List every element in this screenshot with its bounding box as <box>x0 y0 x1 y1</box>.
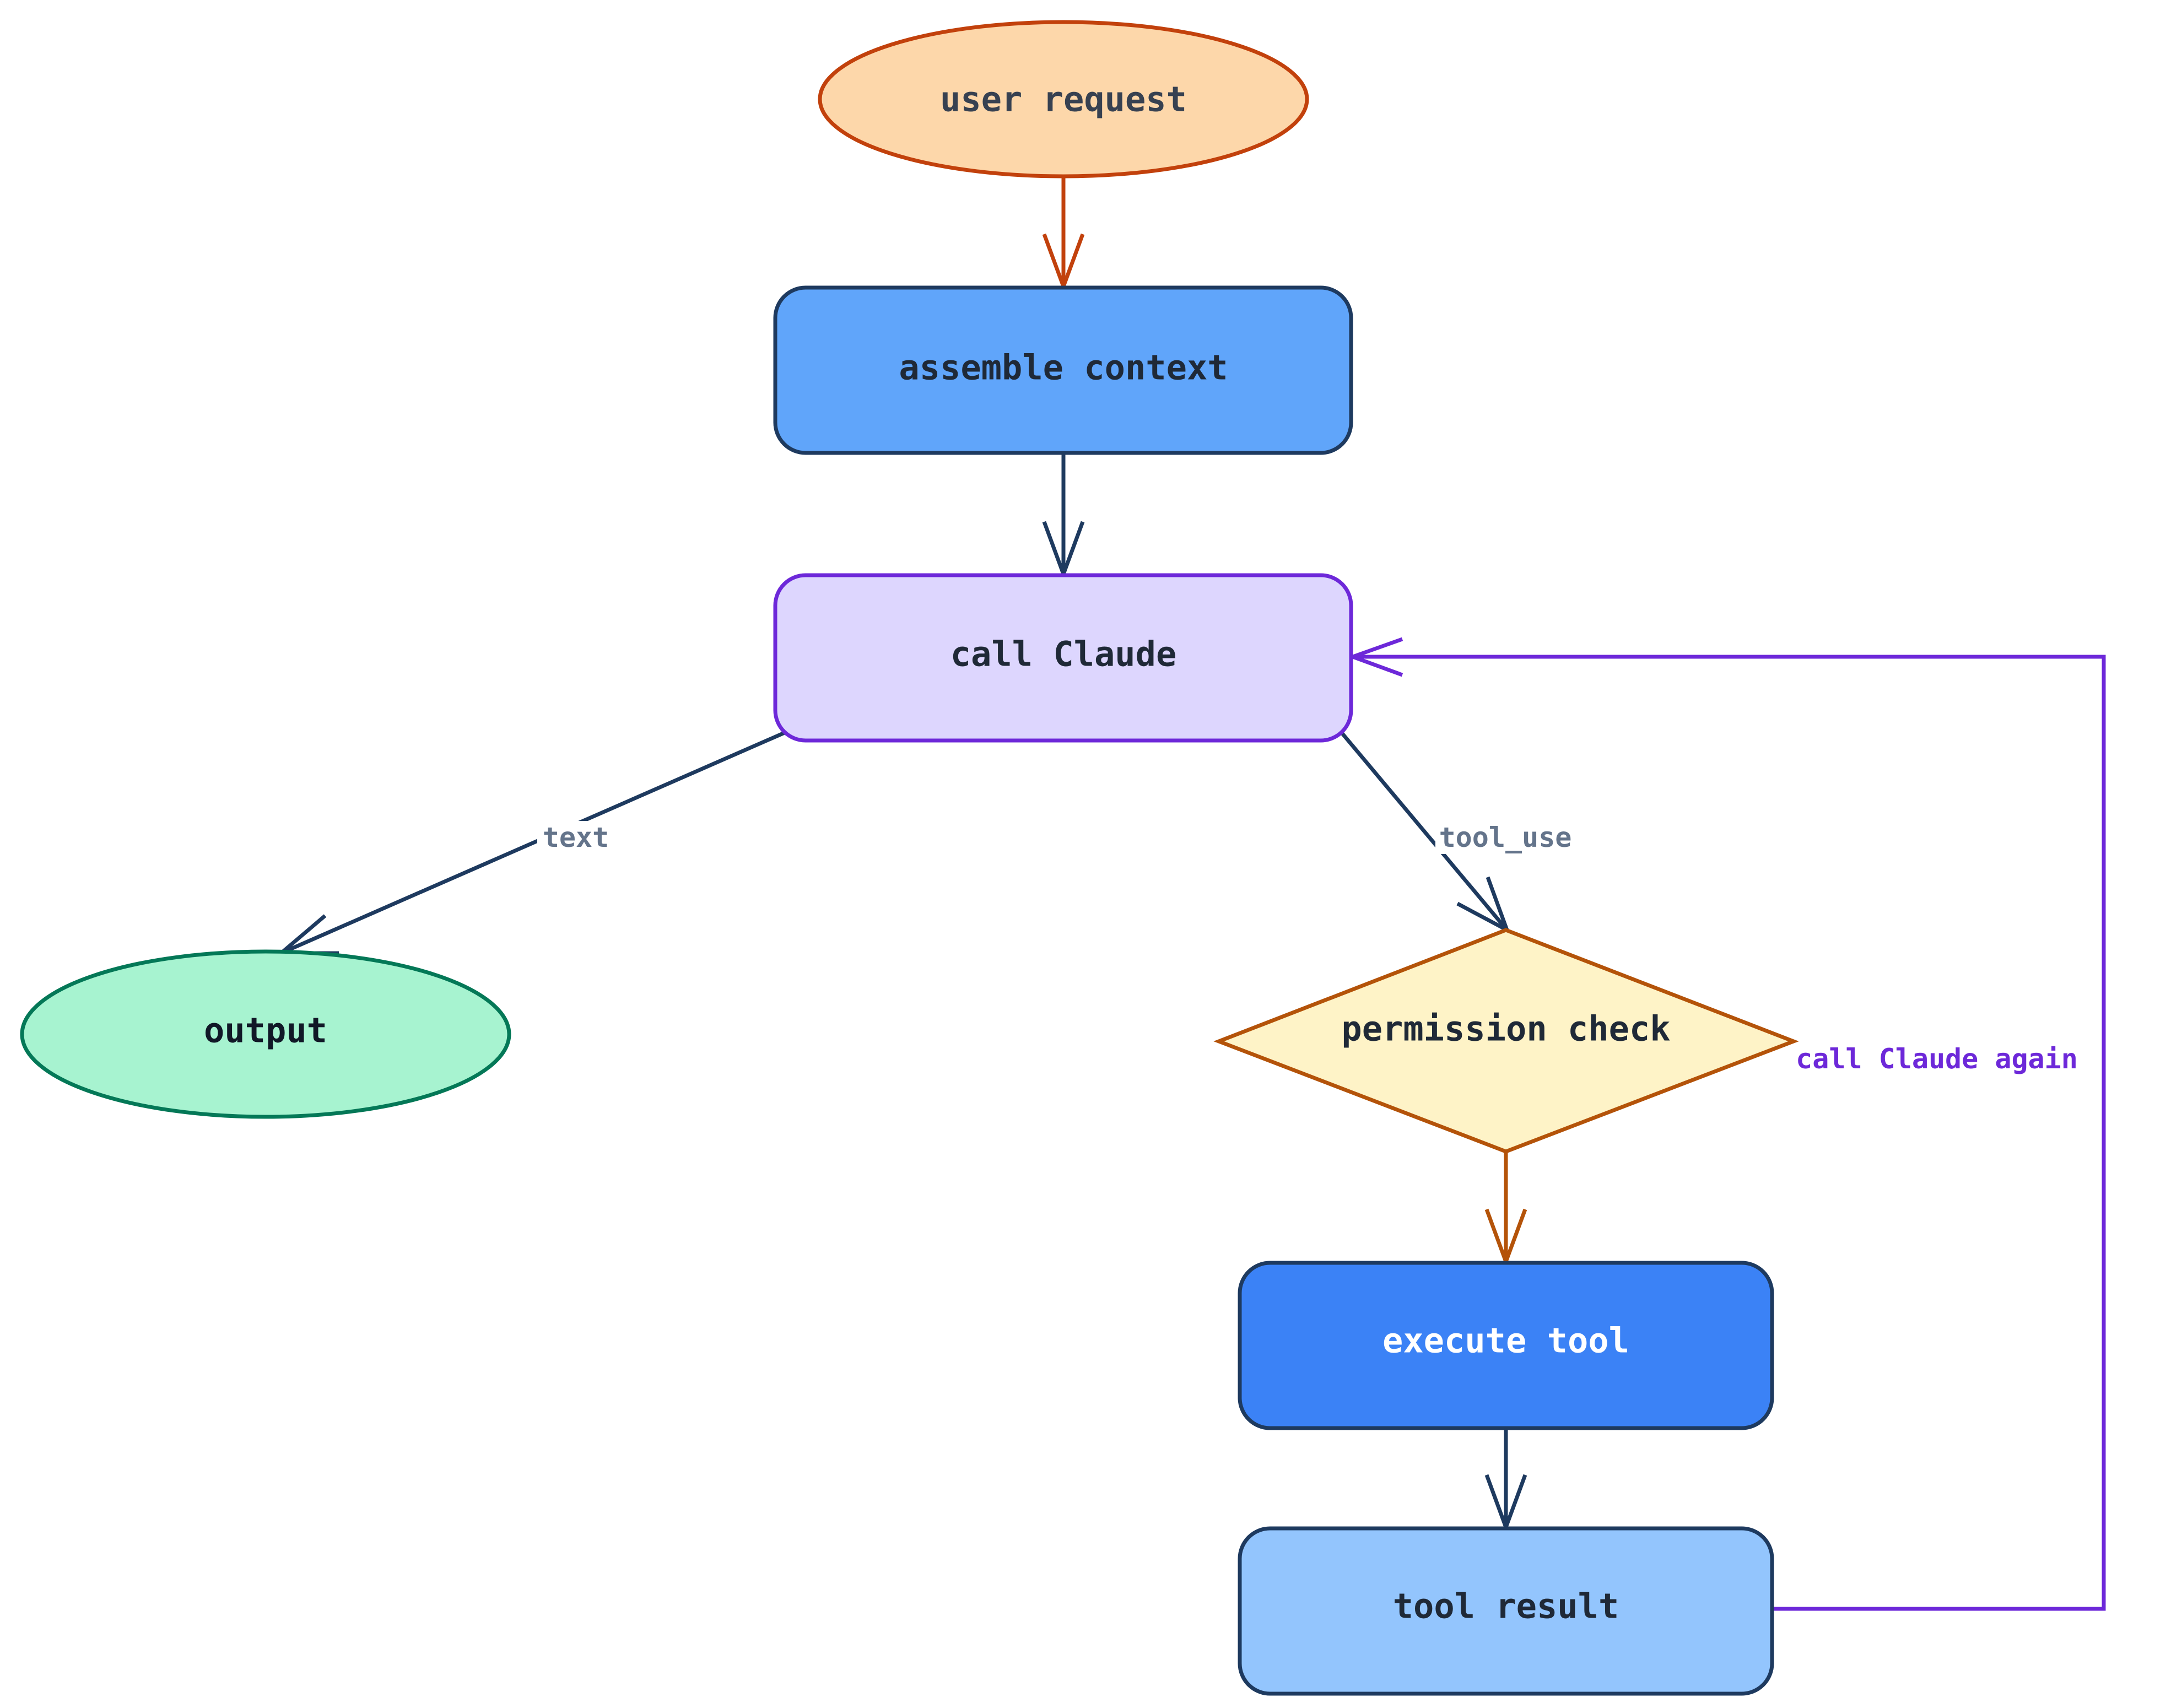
permission-check-label: permission check <box>1341 1009 1670 1049</box>
call-claude-again-edge-label: call Claude again <box>1796 1043 2078 1075</box>
edge-label-call-claude-again: call Claude again <box>1796 1043 2078 1075</box>
node-call-claude: call Claude <box>773 573 1353 743</box>
execute-tool-label: execute tool <box>1382 1321 1629 1361</box>
node-tool-result: tool result <box>1238 1526 1774 1696</box>
edge-call-claude-to-output <box>276 728 792 955</box>
node-output: output <box>20 949 511 1119</box>
edge-label-tool-use: tool_use <box>1435 821 1576 854</box>
edge-user-request-to-assemble-context <box>1042 176 1085 293</box>
node-permission-check: permission check <box>1213 928 1799 1154</box>
node-user-request: user request <box>818 20 1309 179</box>
output-label: output <box>204 1010 327 1051</box>
call-claude-label: call Claude <box>950 634 1177 674</box>
user-request-label: user request <box>940 79 1187 120</box>
tool-use-edge-label: tool_use <box>1439 821 1572 853</box>
edge-execute-tool-to-tool-result <box>1484 1428 1527 1533</box>
edge-assemble-context-to-call-claude <box>1042 453 1085 580</box>
text-edge-label: text <box>543 821 609 853</box>
node-assemble-context: assemble context <box>773 285 1353 455</box>
edge-label-text: text <box>537 821 617 854</box>
node-execute-tool: execute tool <box>1238 1261 1774 1430</box>
tool-result-label: tool result <box>1393 1586 1619 1626</box>
assemble-context-label: assemble context <box>899 348 1228 388</box>
edge-permission-check-to-execute-tool <box>1484 1152 1527 1268</box>
